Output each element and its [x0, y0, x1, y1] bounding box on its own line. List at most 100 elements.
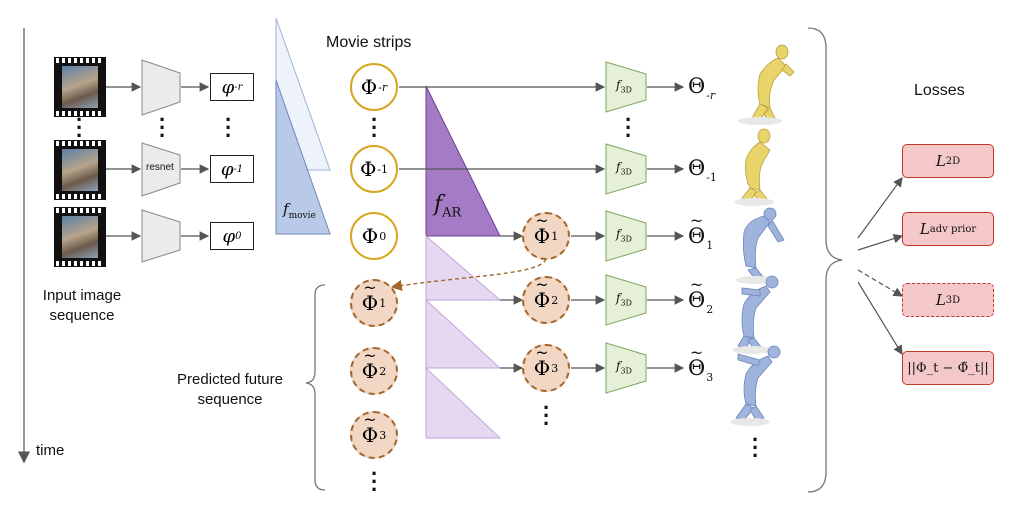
theta-symbol: Θ — [688, 224, 705, 248]
node-symbol: Φ — [359, 157, 377, 181]
far-triangle-ghost — [425, 366, 502, 439]
f3d-block-5 — [605, 342, 647, 394]
resnet-encoder-2 — [141, 142, 181, 197]
far-subscript: AR — [442, 205, 462, 221]
f3d-subscript: 3D — [620, 298, 632, 308]
input-sequence-line2: sequence — [49, 307, 115, 324]
ar-node-3: Φ3 — [522, 344, 570, 392]
phi-symbol: φ — [222, 225, 236, 247]
f3d-label: f3D — [616, 291, 632, 307]
far-label: fAR — [434, 192, 461, 220]
theta-output-r: Θ-r — [688, 74, 715, 102]
theta-subscript: -1 — [706, 171, 717, 184]
node-symbol: Φ — [361, 224, 379, 248]
f3d-label: f3D — [616, 227, 632, 243]
f3d-symbol: f — [616, 359, 621, 373]
theta-output-pred-2: Θ2 — [688, 288, 713, 316]
phi-subscript: 0 — [235, 230, 242, 242]
time-label: time — [36, 442, 65, 459]
fmovie-triangle-front — [275, 79, 331, 235]
f3d-symbol: f — [616, 291, 621, 305]
node-subscript: 3 — [379, 428, 387, 442]
predicted-node-1: Φ1 — [350, 279, 398, 327]
loss-symbol: L — [935, 291, 946, 309]
theta-subscript: 1 — [706, 239, 714, 252]
input-sequence-line1: Input image — [42, 287, 122, 304]
outputs-brace — [807, 27, 843, 493]
node-subscript: 0 — [379, 229, 387, 243]
feedback-arrow — [390, 258, 547, 292]
node-subscript: -1 — [377, 162, 389, 176]
ar-node-1: Φ1 — [522, 212, 570, 260]
loss-symbol: L — [919, 220, 930, 238]
theta-subscript: 3 — [706, 371, 714, 384]
predicted-sequence-line2: sequence — [197, 391, 263, 408]
resnet-encoder-1 — [141, 59, 181, 116]
movie-strips-title: Movie strips — [326, 34, 412, 51]
node-symbol: Φ — [362, 291, 378, 315]
phi-subscript: -1 — [233, 163, 244, 175]
f3d-subscript: 3D — [620, 85, 632, 95]
theta-symbol: Θ — [688, 356, 705, 380]
ellipsis-vertical: ··· — [225, 107, 233, 148]
ellipsis-vertical: ··· — [371, 461, 379, 502]
far-triangle-main — [425, 85, 501, 237]
far-triangle-ghost — [425, 298, 502, 369]
f3d-symbol: f — [616, 227, 621, 241]
f3d-subscript: 3D — [620, 234, 632, 244]
f3d-label: f3D — [616, 160, 632, 176]
node-subscript: -r — [378, 80, 388, 94]
ellipsis-vertical: ··· — [752, 427, 760, 468]
node-subscript: 2 — [551, 293, 559, 307]
ellipsis-vertical: ··· — [371, 107, 379, 148]
theta-subscript: -r — [706, 89, 716, 102]
loss-formula: ||Φ_t − Φ̃_t|| — [907, 360, 989, 376]
f3d-block-2 — [605, 143, 647, 195]
arrow — [857, 233, 904, 251]
node-subscript: 1 — [551, 229, 559, 243]
theta-subscript: 2 — [706, 303, 714, 316]
phi-subscript: -r — [234, 81, 243, 93]
theta-symbol: Θ — [688, 74, 706, 98]
predicted-brace — [305, 284, 326, 491]
ellipsis-vertical: ··· — [543, 395, 551, 436]
ar-node-2: Φ2 — [522, 276, 570, 324]
mesh-figure-blue-1 — [736, 207, 785, 284]
node-symbol: Φ — [362, 359, 378, 383]
phi-symbol: φ — [221, 76, 235, 98]
arrow — [857, 269, 904, 297]
node-subscript: 3 — [551, 361, 559, 375]
predicted-node-2: Φ2 — [350, 347, 398, 395]
mesh-figure-yellow-1 — [738, 44, 795, 125]
theta-symbol: Θ — [688, 288, 705, 312]
input-frame-1 — [54, 57, 106, 117]
f3d-block-4 — [605, 274, 647, 326]
node-symbol: Φ — [362, 423, 378, 447]
ellipsis-vertical: ··· — [159, 107, 167, 148]
f3d-block-3 — [605, 210, 647, 262]
predicted-sequence-label: Predicted future sequence — [160, 370, 300, 410]
f3d-block-1 — [605, 61, 647, 113]
phi-box-1: φ-1 — [210, 155, 254, 183]
input-sequence-label: Input image sequence — [32, 286, 132, 326]
f3d-symbol: f — [616, 78, 621, 92]
arrow — [857, 177, 903, 239]
theta-symbol: Θ — [688, 156, 706, 180]
mesh-figure-blue-3 — [730, 345, 781, 426]
phi-box-r: φ-r — [210, 73, 254, 101]
resnet-encoder-3 — [141, 209, 181, 263]
predicted-sequence-line1: Predicted future — [177, 371, 283, 388]
theta-output-pred-1: Θ1 — [688, 224, 713, 252]
loss-subscript: 2D — [945, 155, 961, 167]
phi-symbol: φ — [220, 158, 234, 180]
f3d-subscript: 3D — [620, 167, 632, 177]
node-subscript: 1 — [379, 296, 387, 310]
input-frame-2 — [54, 140, 106, 200]
fmovie-label: fmovie — [283, 200, 316, 221]
